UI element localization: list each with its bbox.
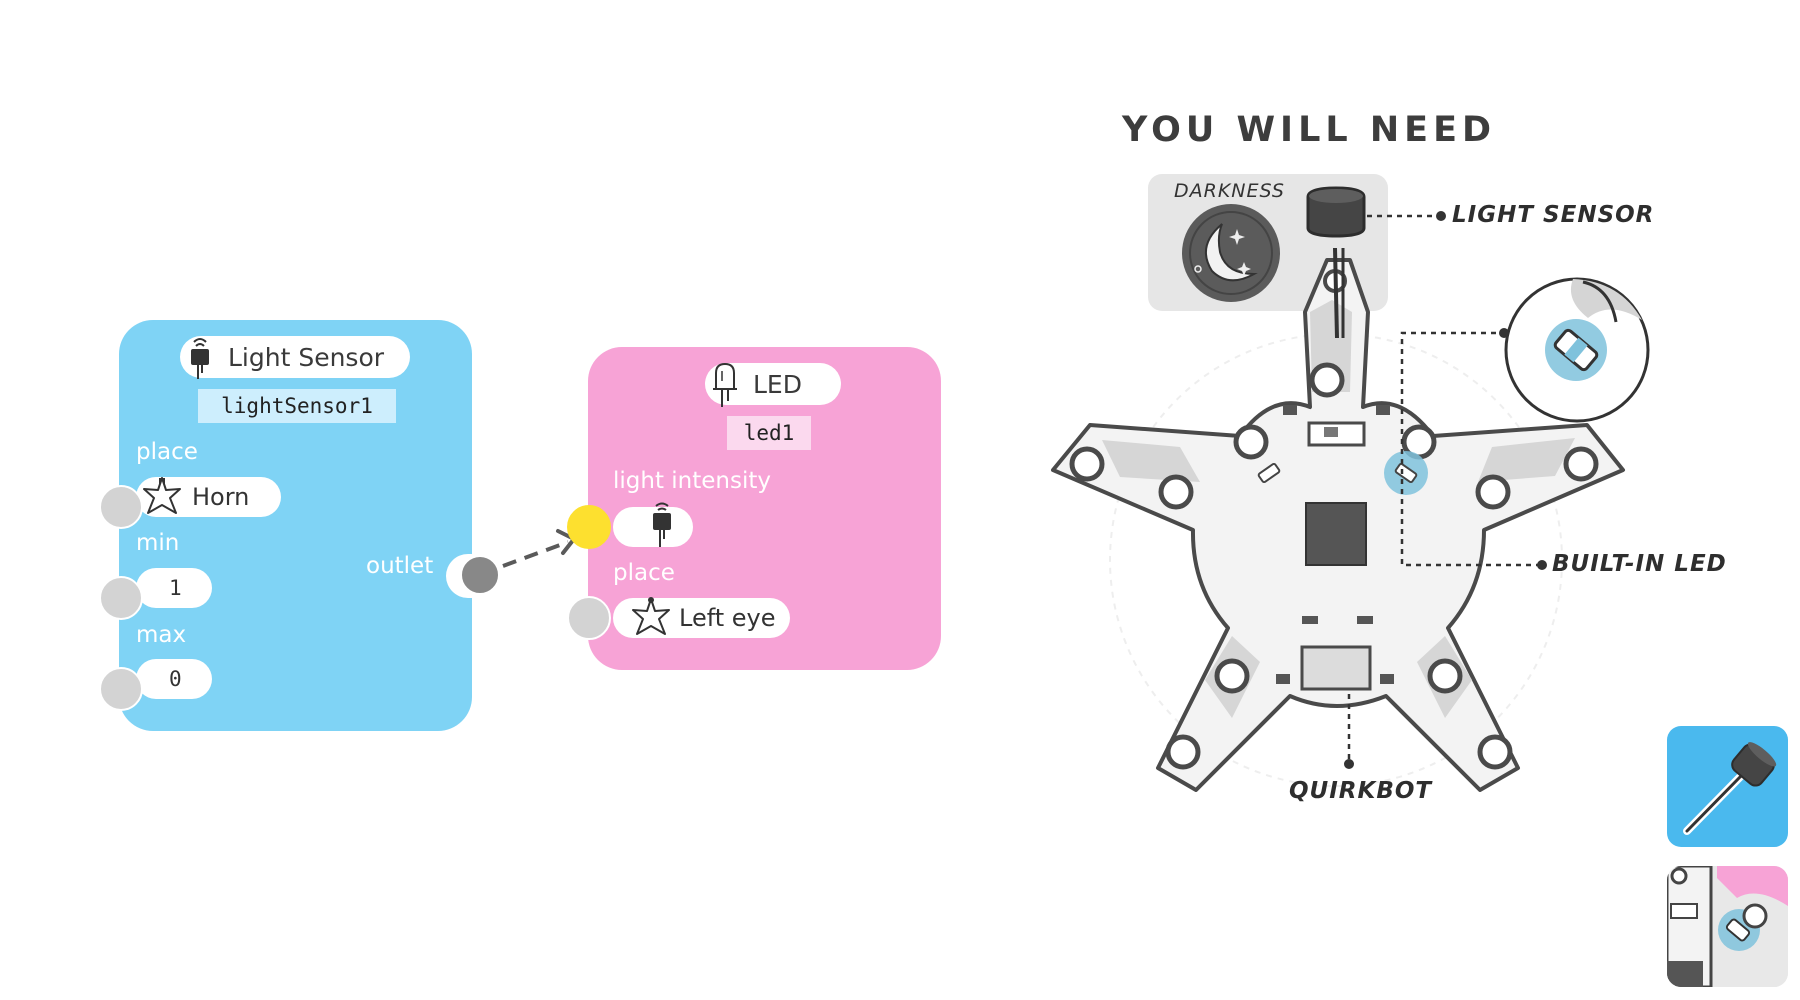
led-icon (705, 362, 745, 407)
led-place-value: Left eye (679, 604, 776, 632)
led-board-icon (1667, 866, 1788, 987)
led-title: LED (753, 369, 802, 399)
light-sensor-thumbnail[interactable] (1667, 726, 1788, 847)
quirkbot-callout: QUIRKBOT (1289, 778, 1433, 804)
light-sensor-title: Light Sensor (228, 342, 385, 372)
min-value: 1 (169, 576, 182, 600)
led-place-label: place (613, 560, 675, 586)
led-node[interactable]: LED led1 light intensity place Left eye (588, 347, 941, 670)
darkness-label: DARKNESS (1174, 180, 1285, 202)
quirkbot-board (1051, 258, 1625, 792)
max-value-pill[interactable]: 0 (136, 659, 212, 699)
light-sensor-id[interactable]: lightSensor1 (198, 389, 396, 423)
quirkbot-star-icon (136, 477, 188, 517)
light-sensor-callout: LIGHT SENSOR (1452, 202, 1655, 228)
light-sensor-node[interactable]: Light Sensor lightSensor1 place Horn min… (119, 320, 496, 731)
max-label: max (136, 622, 187, 648)
light-sensor-title-pill[interactable]: Light Sensor (180, 336, 410, 379)
max-input-port[interactable] (99, 667, 143, 711)
light-sensor-icon (180, 336, 220, 379)
light-sensor-mini-icon (649, 501, 675, 553)
outlet-label: outlet (366, 553, 434, 579)
you-will-need-title: YOU WILL NEED (1122, 110, 1497, 150)
built-in-led-thumbnail[interactable] (1667, 866, 1788, 987)
led-title-pill[interactable]: LED (705, 362, 841, 407)
min-input-port[interactable] (99, 576, 143, 620)
led-place-value-pill[interactable]: Left eye (613, 597, 790, 638)
outlet-port[interactable] (458, 553, 502, 597)
intensity-input-port[interactable] (567, 505, 611, 549)
light-sensor-icon (1683, 742, 1777, 835)
place-value-pill[interactable]: Horn (136, 477, 281, 517)
built-in-led-callout: BUILT-IN LED (1552, 551, 1727, 577)
led-id[interactable]: led1 (727, 416, 811, 450)
place-input-port[interactable] (99, 485, 143, 529)
led-zoom-circle (1504, 277, 1650, 423)
quirkbot-star-icon (625, 597, 677, 638)
max-value: 0 (169, 667, 182, 691)
intensity-value-pill[interactable] (613, 502, 693, 547)
place-value: Horn (192, 483, 250, 511)
place-label: place (136, 439, 198, 465)
min-value-pill[interactable]: 1 (136, 568, 212, 608)
min-label: min (136, 530, 180, 556)
intensity-label: light intensity (613, 468, 772, 494)
led-place-input-port[interactable] (567, 596, 611, 640)
